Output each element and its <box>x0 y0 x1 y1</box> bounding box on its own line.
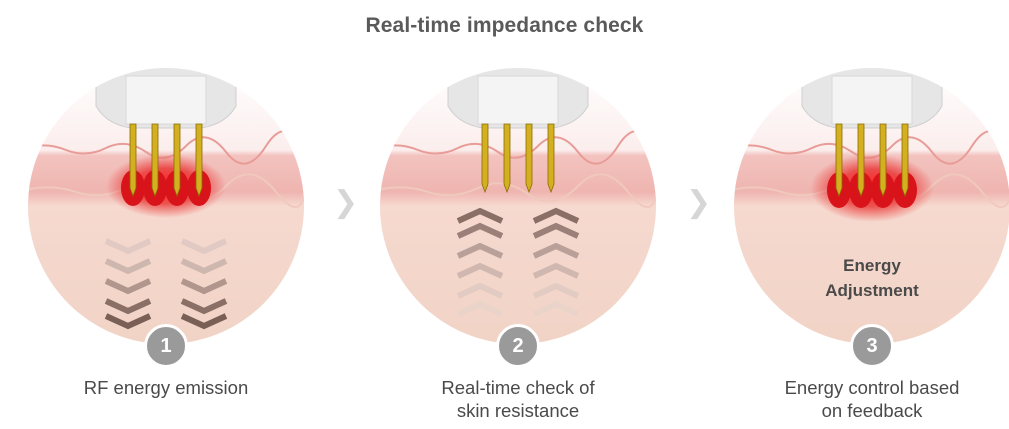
resistance-check-illustration <box>378 66 658 346</box>
chevron-right-icon: ❯ <box>333 185 358 220</box>
page-title: Real-time impedance check <box>0 14 1009 38</box>
step-number-badge: 2 <box>496 324 540 368</box>
step-3: Energy Adjustment 3 Energy control based… <box>722 66 1009 429</box>
step-caption: Energy control based on feedback <box>722 376 1009 422</box>
step-2: 2 Real-time check of skin resistance <box>368 66 668 429</box>
caption-line: Energy control based <box>722 376 1009 399</box>
step-number-badge: 3 <box>850 324 894 368</box>
caption-line: RF energy emission <box>16 376 316 399</box>
overlay-label: Adjustment <box>825 281 919 300</box>
step-1: 1 RF energy emission <box>16 66 316 429</box>
energy-adjustment-illustration: Energy Adjustment <box>732 66 1009 346</box>
caption-line: Real-time check of <box>368 376 668 399</box>
caption-line: skin resistance <box>368 399 668 422</box>
step-caption: Real-time check of skin resistance <box>368 376 668 422</box>
caption-line: on feedback <box>722 399 1009 422</box>
chevron-right-icon: ❯ <box>686 185 711 220</box>
step-caption: RF energy emission <box>16 376 316 399</box>
step-number-badge: 1 <box>144 324 188 368</box>
rf-emission-illustration <box>26 66 306 346</box>
overlay-label: Energy <box>843 256 901 275</box>
